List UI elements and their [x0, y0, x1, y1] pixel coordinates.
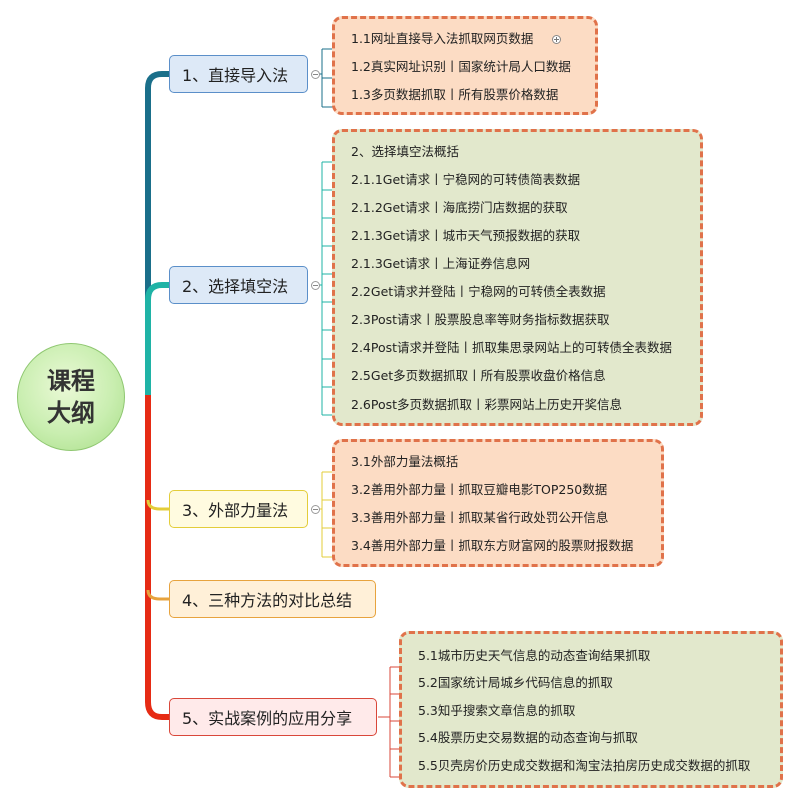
collapse-icon[interactable] [311, 505, 320, 514]
leaf-5-4[interactable]: 5.4股票历史交易数据的动态查询与抓取 [418, 730, 638, 745]
branch-3-label: 3、外部力量法 [182, 501, 289, 520]
branch-2-label: 2、选择填空法 [182, 277, 289, 296]
branch-1-label: 1、直接导入法 [182, 66, 289, 85]
root-title-line2: 大纲 [47, 399, 95, 427]
branch-2-node[interactable]: 2、选择填空法 [169, 266, 308, 304]
leaf-2-1[interactable]: 2、选择填空法概括 [351, 144, 459, 159]
root-node[interactable]: 课程 大纲 [17, 343, 125, 451]
leaf-2-7[interactable]: 2.3Post请求丨股票股息率等财务指标数据获取 [351, 312, 610, 327]
leaf-1-3[interactable]: 1.3多页数据抓取丨所有股票价格数据 [351, 87, 559, 102]
group-5-box [399, 631, 783, 788]
leaf-5-5[interactable]: 5.5贝壳房价历史成交数据和淘宝法拍房历史成交数据的抓取 [418, 758, 751, 773]
leaf-3-2[interactable]: 3.2善用外部力量丨抓取豆瓣电影TOP250数据 [351, 482, 608, 497]
group-3-box [332, 439, 664, 567]
leaf-2-4[interactable]: 2.1.3Get请求丨城市天气预报数据的获取 [351, 228, 581, 243]
collapse-icon[interactable] [311, 70, 320, 79]
branch-5-label: 5、实战案例的应用分享 [182, 709, 353, 728]
leaf-5-1[interactable]: 5.1城市历史天气信息的动态查询结果抓取 [418, 648, 651, 663]
leaf-2-10[interactable]: 2.6Post多页数据抓取丨彩票网站上历史开奖信息 [351, 397, 623, 412]
leaf-3-3[interactable]: 3.3善用外部力量丨抓取某省行政处罚公开信息 [351, 510, 609, 525]
branch-4-label: 4、三种方法的对比总结 [182, 591, 353, 610]
leaf-2-3[interactable]: 2.1.2Get请求丨海底捞门店数据的获取 [351, 200, 568, 215]
leaf-2-9[interactable]: 2.5Get多页数据抓取丨所有股票收盘价格信息 [351, 368, 606, 383]
leaf-2-5[interactable]: 2.1.3Get请求丨上海证券信息网 [351, 256, 531, 271]
branch-4-node[interactable]: 4、三种方法的对比总结 [169, 580, 376, 618]
root-title-line1: 课程 [47, 367, 95, 395]
leaf-2-6[interactable]: 2.2Get请求并登陆丨宁稳网的可转债全表数据 [351, 284, 606, 299]
group-1-box [332, 16, 598, 115]
leaf-5-2[interactable]: 5.2国家统计局城乡代码信息的抓取 [418, 675, 613, 690]
leaf-3-4[interactable]: 3.4善用外部力量丨抓取东方财富网的股票财报数据 [351, 538, 634, 553]
branch-3-node[interactable]: 3、外部力量法 [169, 490, 308, 528]
leaf-1-2[interactable]: 1.2真实网址识别丨国家统计局人口数据 [351, 59, 571, 74]
collapse-icon[interactable] [311, 281, 320, 290]
leaf-1-1[interactable]: 1.1网址直接导入法抓取网页数据 [351, 31, 534, 46]
leaf-2-2[interactable]: 2.1.1Get请求丨宁稳网的可转债简表数据 [351, 172, 581, 187]
leaf-5-3[interactable]: 5.3知乎搜索文章信息的抓取 [418, 703, 576, 718]
group-2-box [332, 129, 703, 426]
leaf-3-1[interactable]: 3.1外部力量法概括 [351, 454, 459, 469]
branch-5-node[interactable]: 5、实战案例的应用分享 [169, 698, 377, 736]
leaf-2-8[interactable]: 2.4Post请求并登陆丨抓取集思录网站上的可转债全表数据 [351, 340, 673, 355]
expand-icon[interactable] [552, 35, 561, 44]
branch-1-node[interactable]: 1、直接导入法 [169, 55, 308, 93]
